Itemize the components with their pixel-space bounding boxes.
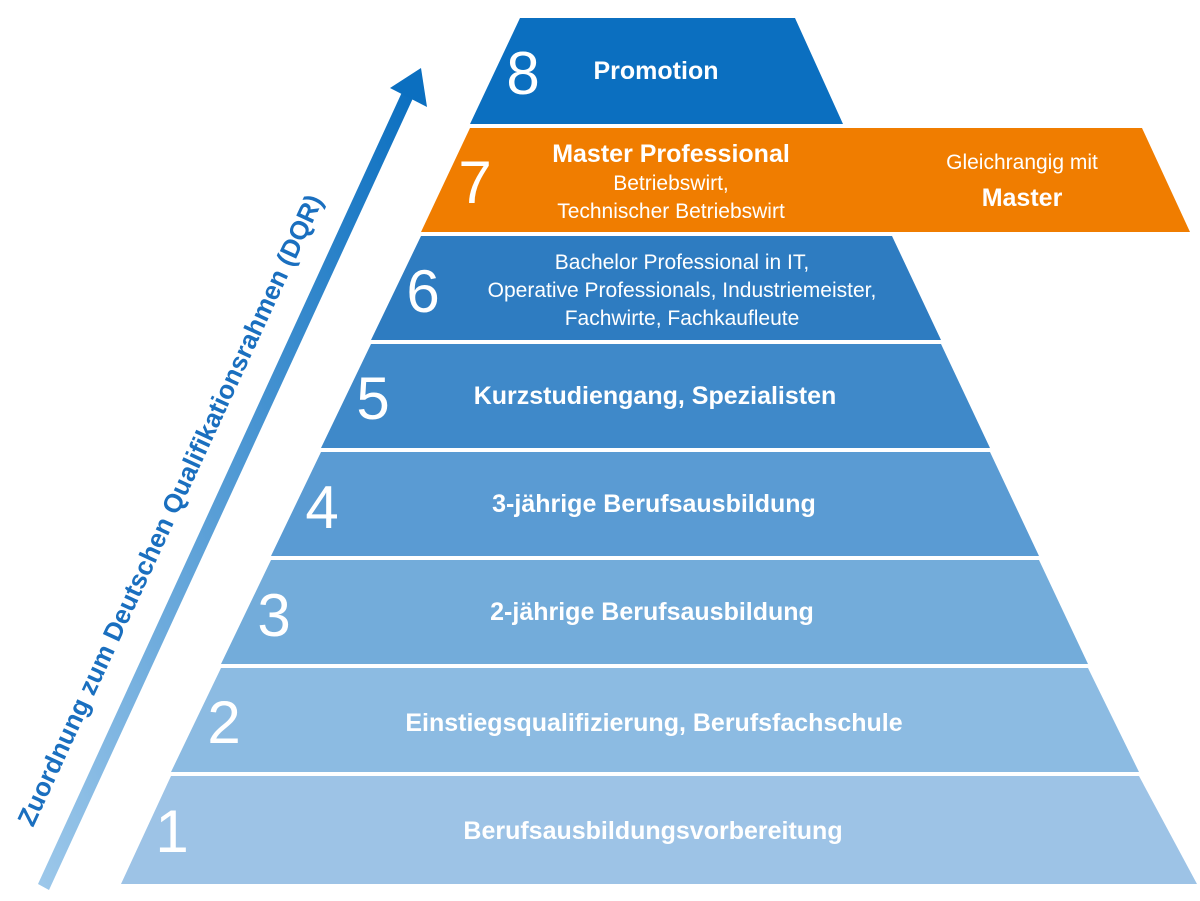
level-7-number: 7 [458,149,491,216]
level-2-number: 2 [207,689,240,756]
level-8-number: 8 [506,40,539,107]
level-6-tier: 6 Bachelor Professional in IT, Operative… [371,236,941,340]
level-6-number: 6 [406,258,439,325]
level-4-label: 3-jährige Berufsausbildung [492,490,816,518]
level-1-number: 1 [155,798,188,865]
level-1-band [121,776,1197,884]
level-7-title: Master Professional [552,140,790,168]
level-7-side-note: Gleichrangig mit [946,151,1098,174]
level-4-tier: 4 3-jährige Berufsausbildung [271,452,1039,556]
level-7-band [421,128,1190,232]
level-2-label: Einstiegsqualifizierung, Berufsfachschul… [405,709,902,737]
level-7-line-2: Technischer Betriebswirt [557,200,785,223]
level-2-tier: 2 Einstiegsqualifizierung, Berufsfachsch… [171,668,1139,772]
level-3-number: 3 [257,582,290,649]
level-5-tier: 5 Kurzstudiengang, Spezialisten [321,344,990,448]
level-8-band [470,18,843,124]
level-5-number: 5 [356,365,389,432]
level-3-label: 2-jährige Berufsausbildung [490,598,814,626]
level-3-tier: 3 2-jährige Berufsausbildung [221,560,1088,664]
level-6-line-2: Operative Professionals, Industriemeiste… [488,279,877,302]
level-6-line-1: Bachelor Professional in IT, [555,251,809,274]
level-2-band [171,668,1139,772]
level-4-number: 4 [305,474,338,541]
level-7-side-note-bold: Master [982,184,1063,212]
level-8-tier: 8 Promotion [470,18,843,124]
level-1-label: Berufsausbildungsvorbereitung [463,817,842,845]
level-1-tier: 1 Berufsausbildungsvorbereitung [121,776,1197,884]
level-7-tier: 7 Master Professional Betriebswirt, Tech… [421,128,1190,232]
arrow-shaft [38,90,414,890]
level-7-line-1: Betriebswirt, [613,172,729,195]
level-4-band [271,452,1039,556]
level-5-label: Kurzstudiengang, Spezialisten [474,382,837,410]
level-5-band [321,344,990,448]
arrow-head [390,68,427,107]
ascending-arrow [38,68,427,890]
level-6-band [371,236,941,340]
level-3-band [221,560,1088,664]
level-8-label: Promotion [594,57,719,85]
level-6-line-3: Fachwirte, Fachkaufleute [565,307,800,330]
